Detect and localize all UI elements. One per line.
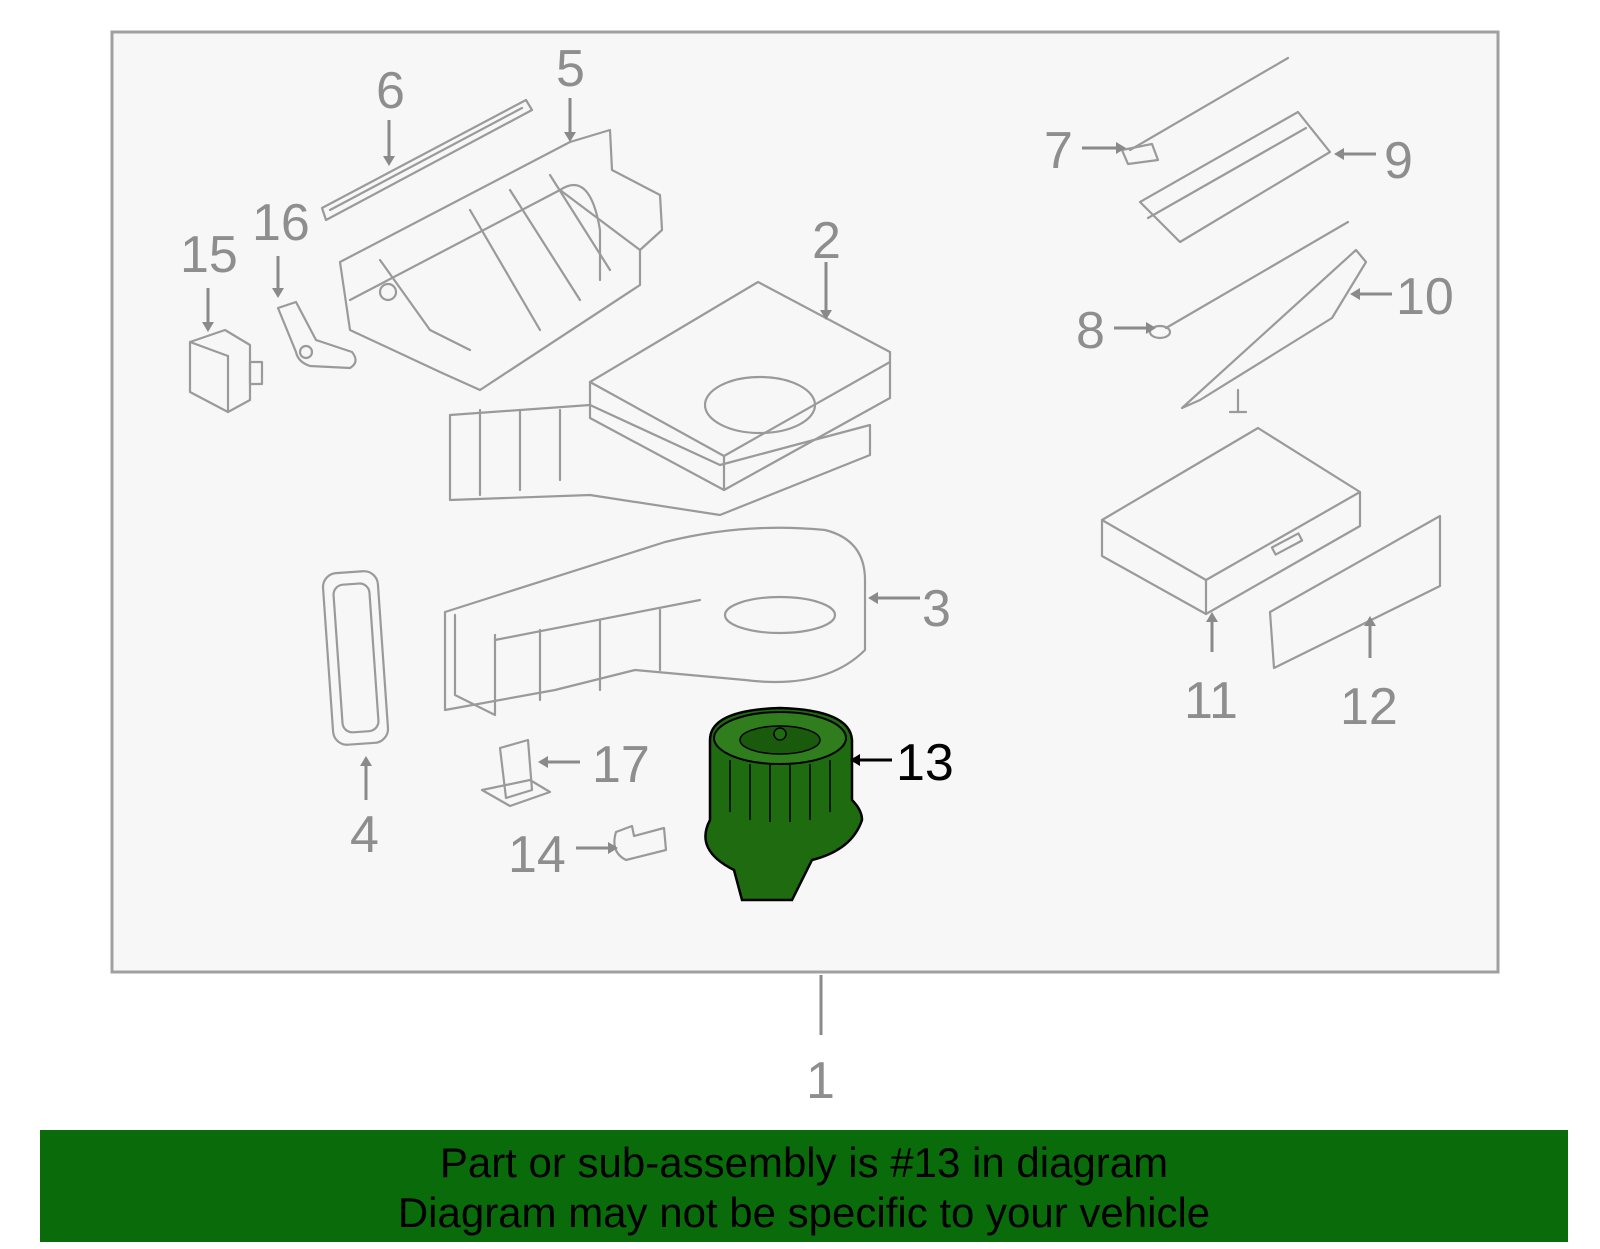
callout-14: 14 (508, 826, 566, 884)
banner-line-disclaimer: Diagram may not be specific to your vehi… (397, 1189, 1211, 1236)
callout-11: 11 (1184, 672, 1238, 730)
part-2-blower-housing-upper (448, 280, 892, 517)
part-9-filter-cover (1138, 110, 1332, 244)
callout-5: 5 (556, 40, 585, 98)
banner-line-part: Part or sub-assembly is #13 in diagram (439, 1139, 1169, 1186)
callout-4: 4 (350, 806, 379, 864)
part-11-cabin-filter (1100, 426, 1362, 616)
callout-7: 7 (1044, 122, 1073, 180)
part-14-elbow (613, 824, 668, 862)
callout-8: 8 (1076, 302, 1105, 360)
callout-17: 17 (592, 736, 650, 794)
callout-6: 6 (376, 62, 405, 120)
callout-1: 1 (806, 1052, 835, 1110)
part-7-rod (1120, 56, 1290, 166)
screw (1228, 388, 1248, 414)
callout-15: 15 (180, 226, 238, 284)
part-4-gasket (321, 570, 390, 746)
parts-diagram: 1 2 3 4 5 6 7 8 9 10 11 12 13 14 15 16 1… (110, 30, 1500, 1110)
part-16-link-arm (276, 300, 357, 370)
callout-12: 12 (1340, 678, 1398, 736)
part-15-control-module (188, 328, 264, 414)
callout-2: 2 (812, 212, 841, 270)
callout-13: 13 (896, 734, 954, 792)
part-8-rod (1148, 220, 1350, 340)
callout-9: 9 (1384, 132, 1413, 190)
part-12-cover-plate (1268, 514, 1442, 670)
info-banner: Part or sub-assembly is #13 in diagram D… (40, 1130, 1568, 1242)
callout-16: 16 (252, 194, 310, 252)
callout-3: 3 (922, 580, 951, 638)
part-10-filter-panel (1180, 248, 1368, 410)
part-13-blower-motor (704, 706, 864, 902)
part-6-seal-strip (320, 98, 534, 222)
callout-10: 10 (1396, 268, 1454, 326)
part-5-heater-case (338, 128, 664, 392)
part-3-blower-housing-lower (443, 526, 867, 717)
part-17-resistor (480, 738, 552, 808)
leader-lines (202, 98, 1392, 854)
